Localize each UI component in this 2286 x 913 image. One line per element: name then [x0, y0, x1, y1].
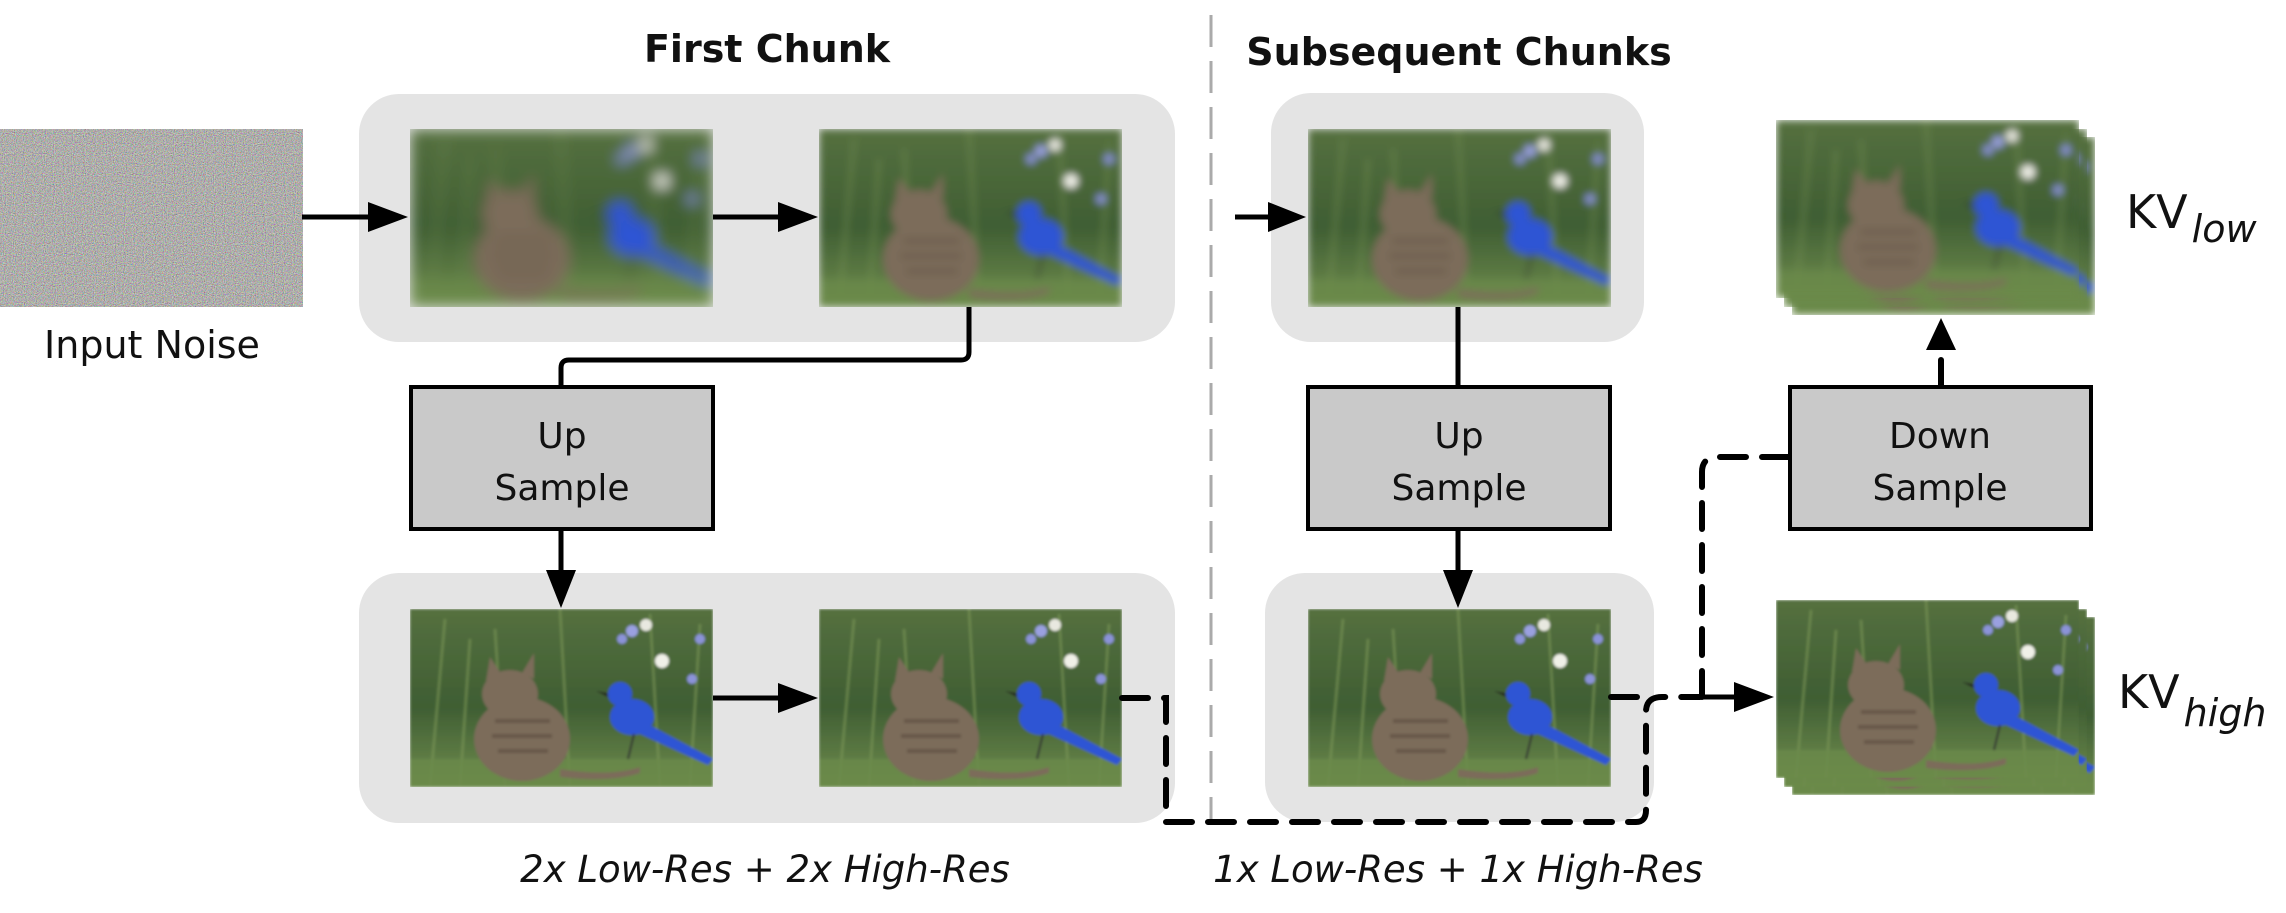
downsample-line2: Sample: [1873, 468, 2008, 509]
arrowhead-right-icon: [1734, 682, 1774, 712]
kv-low-main: KV: [2126, 185, 2188, 239]
subsequent-chunks-caption: 1x Low-Res + 1x High-Res: [1213, 848, 1703, 891]
connector-lowres2-to-upsample: [558, 307, 972, 387]
upsample-box-subsequent: Up Sample: [1306, 385, 1612, 531]
first-chunk-lowres-image-1: [410, 129, 713, 307]
downsample-box: Down Sample: [1788, 385, 2093, 531]
first-chunk-caption: 2x Low-Res + 2x High-Res: [520, 848, 1010, 891]
subsequent-highres-image: [1308, 609, 1611, 787]
dashed-connectors: [1119, 349, 1944, 825]
kv-high-sub: high: [2184, 691, 2267, 735]
input-noise-label: Input Noise: [44, 323, 260, 367]
first-chunk-title: First Chunk: [644, 27, 891, 71]
upsample-subsequent-line2: Sample: [1392, 468, 1527, 509]
dashed-first-highres-to-kv: [1119, 694, 1703, 825]
upsample-first-line1: Up: [537, 416, 586, 457]
kv-high-main: KV: [2118, 665, 2180, 719]
solid-connectors: [302, 214, 1738, 701]
downsample-line1: Down: [1889, 416, 1991, 457]
arrowhead-down-icon: [546, 570, 576, 608]
upsample-subsequent-line1: Up: [1434, 416, 1483, 457]
arrowhead-right-icon: [368, 202, 408, 232]
first-chunk-highres-image-2: [819, 609, 1122, 787]
subsequent-chunks-title: Subsequent Chunks: [1246, 30, 1671, 74]
arrowheads: [368, 202, 1956, 713]
arrowhead-right-icon: [778, 683, 818, 713]
arrowhead-down-icon: [1443, 570, 1473, 608]
upsample-first-line2: Sample: [495, 468, 630, 509]
arrowhead-right-icon: [1268, 202, 1306, 232]
first-chunk-lowres-image-2: [819, 129, 1122, 307]
input-noise-image: [0, 129, 303, 307]
subsequent-lowres-image: [1308, 129, 1611, 307]
arrowhead-up-icon: [1926, 318, 1956, 350]
dashed-to-downsample: [1699, 454, 1791, 700]
kv-high-cache-stack: [1776, 600, 2095, 795]
arrowhead-right-icon: [778, 202, 818, 232]
kv-low-sub: low: [2192, 207, 2258, 251]
upsample-box-first: Up Sample: [409, 385, 715, 531]
first-chunk-highres-image-1: [410, 609, 713, 787]
kv-low-cache-stack: [1776, 120, 2095, 315]
